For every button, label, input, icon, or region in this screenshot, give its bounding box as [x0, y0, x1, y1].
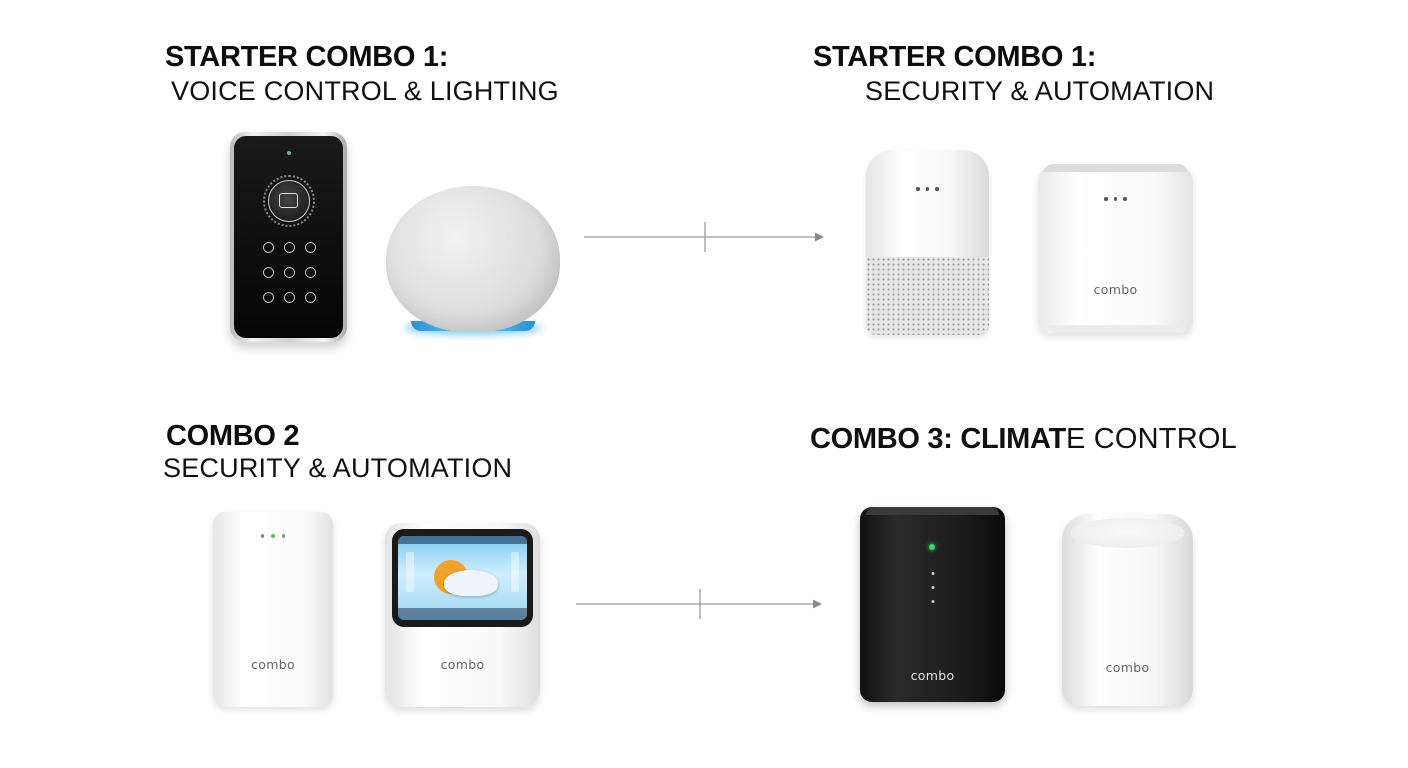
keypad-black-face: [234, 136, 343, 338]
indicator-dot: [1113, 197, 1118, 201]
indicator-dot: [925, 187, 930, 191]
tall-white-hub: combo: [213, 512, 333, 707]
vertical-indicator-dots: [931, 572, 934, 603]
dial-knob: [268, 180, 310, 222]
display-screen: [398, 536, 527, 620]
home-icon: [263, 242, 274, 253]
arrow-right-icon: [576, 589, 822, 619]
info-icon: [305, 292, 316, 303]
device-brand-label: combo: [1093, 282, 1138, 297]
indicator-dot: [931, 572, 934, 575]
timer-icon: [284, 267, 295, 278]
hub-base: [1048, 325, 1183, 333]
white-round-speaker: combo: [1062, 514, 1193, 706]
screen-right-widgets: [511, 552, 519, 592]
indicator-dot: [1123, 197, 1127, 201]
screen-status-bar: [398, 536, 527, 544]
combo-top-right-subtitle: SECURITY & AUTOMATION: [865, 76, 1215, 106]
indicator-dots: [213, 534, 333, 538]
combo-bottom-right-title-bold: COMBO 3: CLIMAT: [810, 423, 1066, 455]
indicator-dot: [931, 586, 934, 589]
display-bezel: [392, 529, 533, 627]
combo-top-right-title: STARTER COMBO 1:: [813, 41, 1097, 73]
combo-bottom-left-subtitle: SECURITY & AUTOMATION: [163, 453, 513, 483]
device-brand-label: combo: [910, 668, 955, 683]
status-led-icon: [287, 151, 291, 155]
smart-keypad-remote: [230, 132, 347, 342]
light-icon: [284, 242, 295, 253]
indicator-dot: [931, 600, 934, 603]
combo-top-left-subtitle: VOICE CONTROL & LIGHTING: [171, 76, 559, 106]
combo-bottom-right-title: COMBO 3: CLIMATE CONTROL: [810, 423, 1237, 456]
indicator-dots: [1038, 197, 1193, 201]
speaker-top-cap: [1070, 518, 1185, 548]
green-status-led-icon: [929, 544, 935, 550]
thermostat-icon: [279, 193, 298, 208]
arrow-right-icon: [584, 222, 824, 252]
smart-display-hub: combo: [385, 523, 540, 707]
speaker-grille: [866, 257, 989, 335]
combo-bottom-right-title-regular: E CONTROL: [1065, 423, 1237, 455]
indicator-dot: [260, 534, 265, 538]
settings-icon: [284, 292, 295, 303]
lock-icon: [305, 267, 316, 278]
scene-icon: [305, 242, 316, 253]
black-hub-top: [866, 507, 999, 515]
indicator-dot: [1104, 197, 1108, 201]
hub-top-edge: [1044, 164, 1187, 172]
dial-ring-icon: [263, 175, 315, 227]
indicator-dot: [916, 187, 920, 191]
indicator-dot: [271, 534, 275, 538]
cylinder-smart-speaker: [866, 150, 989, 335]
combo-top-left-title: STARTER COMBO 1:: [165, 41, 449, 73]
black-hub-device: combo: [860, 507, 1005, 702]
device-brand-label: combo: [440, 657, 485, 672]
combo-bottom-left-title: COMBO 2: [166, 420, 300, 452]
screen-bottom-bar: [398, 608, 527, 620]
device-brand-label: combo: [1105, 660, 1150, 675]
screen-cloud-graphic: [444, 570, 498, 596]
white-hub-device: combo: [1038, 164, 1193, 333]
fan-icon: [263, 267, 274, 278]
indicator-dots: [866, 187, 989, 191]
power-icon: [263, 292, 274, 303]
speaker-fabric-body: [386, 186, 560, 332]
round-smart-speaker: [386, 186, 560, 342]
indicator-dot: [935, 187, 939, 191]
indicator-dot: [281, 534, 286, 538]
screen-left-widgets: [406, 552, 414, 592]
device-brand-label: combo: [251, 657, 295, 672]
